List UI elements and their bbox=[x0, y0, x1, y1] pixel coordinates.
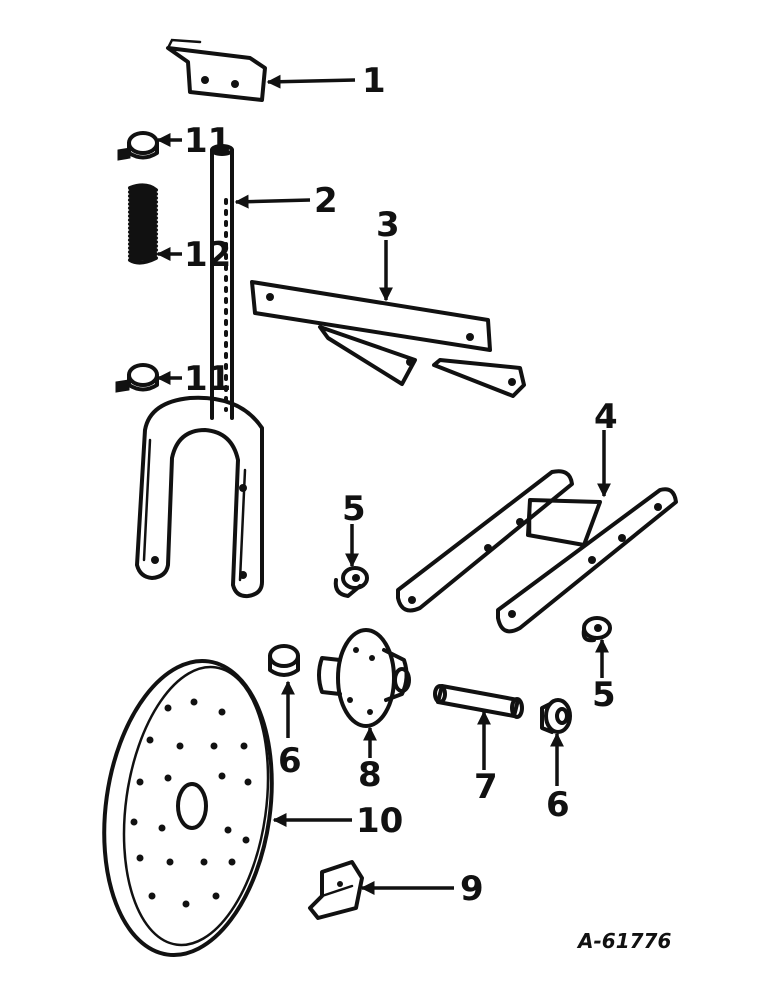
callout-6-right: 6 bbox=[546, 785, 570, 825]
callout-8: 8 bbox=[358, 755, 382, 795]
part-8-hub bbox=[317, 628, 411, 728]
part-6-spacer-right bbox=[540, 698, 572, 734]
leader-lines bbox=[156, 74, 611, 895]
callout-11-lower: 11 bbox=[184, 359, 231, 399]
part-7-shaft bbox=[433, 684, 524, 719]
callout-labels: 1 2 3 4 5 5 6 6 7 8 9 10 11 11 12 bbox=[184, 61, 618, 909]
part-9-bracket bbox=[308, 860, 364, 920]
callout-5-left: 5 bbox=[342, 489, 366, 529]
part-4-frame bbox=[396, 469, 678, 634]
part-6-spacer-left bbox=[268, 644, 300, 677]
reference-code: A-61776 bbox=[576, 929, 671, 953]
callout-2: 2 bbox=[314, 181, 338, 221]
part-5-bushing-left bbox=[333, 566, 369, 598]
leader-2 bbox=[234, 194, 311, 209]
leader-1 bbox=[266, 74, 356, 89]
part-12-spring bbox=[128, 183, 158, 265]
callout-11-upper: 11 bbox=[184, 121, 231, 161]
callout-9: 9 bbox=[460, 869, 484, 909]
part-5-bushing-right bbox=[581, 616, 612, 643]
part-2-fork bbox=[135, 144, 264, 599]
part-11-collar-upper bbox=[117, 131, 159, 161]
callout-6-left: 6 bbox=[278, 741, 302, 781]
part-3-frame bbox=[250, 280, 526, 398]
callout-4: 4 bbox=[594, 397, 618, 437]
callout-5-right: 5 bbox=[592, 675, 616, 715]
callout-10: 10 bbox=[356, 801, 403, 841]
part-10-disc bbox=[102, 658, 274, 958]
callout-1: 1 bbox=[362, 61, 386, 101]
part-11-collar-lower bbox=[115, 363, 159, 393]
callout-3: 3 bbox=[376, 205, 400, 245]
callout-7: 7 bbox=[474, 767, 498, 807]
part-1-bracket bbox=[166, 38, 267, 102]
callout-12: 12 bbox=[184, 235, 231, 275]
